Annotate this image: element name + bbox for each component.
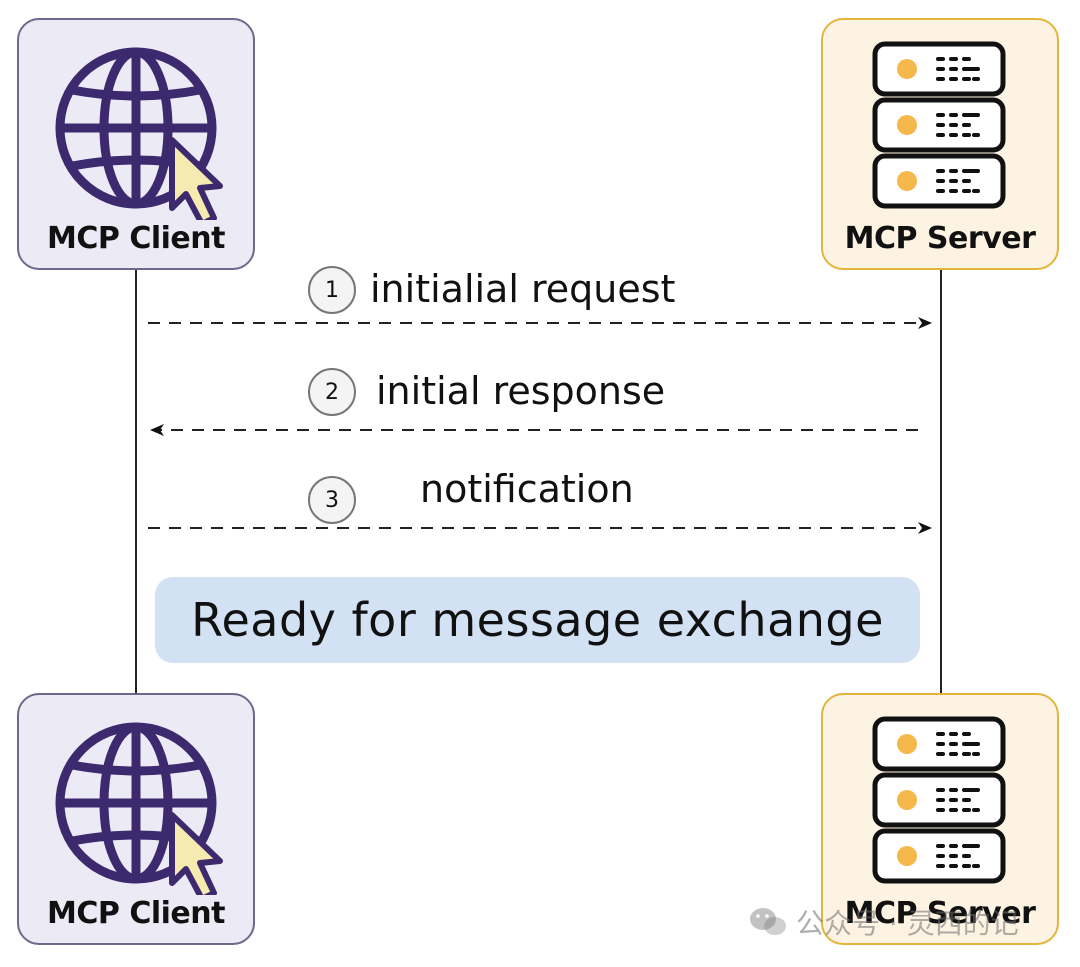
server-label-bottom: MCP Server: [844, 896, 1036, 931]
watermark: 公众号 · 灵西的记: [748, 902, 1019, 942]
step-3-label: notification: [420, 467, 634, 511]
client-label-bottom: MCP Client: [47, 896, 225, 931]
wechat-icon: [750, 908, 786, 935]
server-lifeline: [940, 268, 942, 694]
globe-cursor-icon: [19, 30, 253, 220]
step-3-badge: 3: [308, 476, 356, 524]
step-2-label: initial response: [376, 369, 666, 413]
server-rack-icon: [823, 705, 1057, 895]
client-lifeline: [135, 268, 137, 694]
step-2-badge: 2: [308, 368, 356, 416]
client-box-top: MCP Client: [17, 18, 255, 270]
client-label-top: MCP Client: [47, 221, 225, 256]
server-box-bottom: MCP Server: [821, 693, 1059, 945]
client-box-bottom: MCP Client: [17, 693, 255, 945]
globe-cursor-icon: [19, 705, 253, 895]
server-rack-icon: [823, 30, 1057, 220]
server-label-top: MCP Server: [844, 221, 1036, 256]
step-1-badge: 1: [308, 266, 356, 314]
watermark-text: 公众号 · 灵西的记: [796, 907, 1019, 940]
ready-banner: Ready for message exchange: [155, 577, 920, 663]
server-box-top: MCP Server: [821, 18, 1059, 270]
step-1-label: initialial request: [370, 267, 676, 311]
